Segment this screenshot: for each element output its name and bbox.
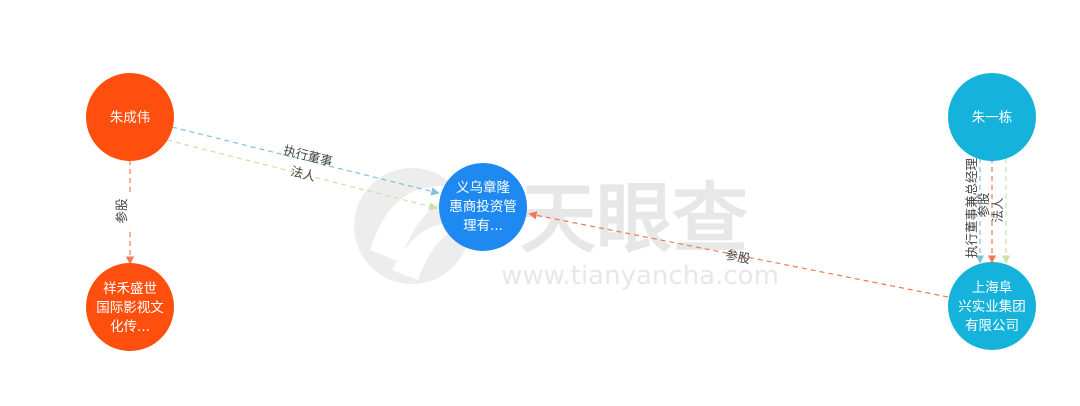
node-yiwu[interactable]: 义乌章隆 惠商投资管 理有... (439, 163, 527, 251)
node-label-line: 理有... (463, 218, 503, 234)
node-label-line: 惠商投资管 (449, 199, 517, 215)
edge-label-bg (121, 194, 139, 228)
node-xianghe[interactable]: 祥禾盛世 国际影视文 化传... (86, 263, 174, 351)
node-label-line: 上海阜 (972, 279, 1013, 296)
node-label-line: 祥禾盛世 (103, 281, 157, 297)
edges (125, 126, 1011, 298)
watermark-brand: 天眼查 (520, 174, 748, 263)
node-label-line: 国际影视文 (96, 300, 164, 316)
edge-label-exec-gm: 执行董事兼总经理 (964, 158, 979, 259)
node-label-line: 义乌章隆 (456, 179, 510, 196)
node-label-line: 化传... (110, 319, 150, 335)
watermark-url: www.tianyancha.com (501, 261, 779, 291)
node-circle (439, 163, 527, 251)
edge-label-invest-xianghe: 参股 (114, 198, 129, 224)
edge-invest-shanghai-yiwu (528, 211, 949, 298)
node-label-line: 兴实业集团 (958, 299, 1026, 315)
node-label-line: 朱一栋 (972, 110, 1013, 126)
node-circle (948, 73, 1036, 161)
node-zhu-yidong[interactable]: 朱一栋 (948, 73, 1036, 161)
edge-exec-zhu-chengwei-yiwu (171, 126, 440, 196)
watermark: 天眼查 www.tianyancha.com (354, 168, 779, 291)
edge-labels: 执行董事 法人 参股 参股 执行董事兼总经理 参股 法人 (114, 142, 1005, 266)
node-shanghai[interactable]: 上海阜 兴实业集团 有限公司 (948, 262, 1036, 350)
node-circle (86, 263, 174, 351)
node-zhu-chengwei[interactable]: 朱成伟 (86, 73, 174, 161)
edge-legal-zhu-chengwei-yiwu (166, 139, 438, 211)
edge-label-exec: 执行董事 (282, 142, 334, 169)
node-label-line: 朱成伟 (110, 110, 151, 126)
node-label-line: 有限公司 (965, 318, 1019, 334)
node-circle (948, 262, 1036, 350)
edge-label-legal: 法人 (289, 163, 317, 184)
edge-label-legal-yd: 法人 (990, 197, 1005, 223)
edge-label-invest-shanghai: 参股 (724, 247, 752, 267)
edge-label-invest-yd: 参股 (976, 192, 991, 218)
node-circle (86, 73, 174, 161)
